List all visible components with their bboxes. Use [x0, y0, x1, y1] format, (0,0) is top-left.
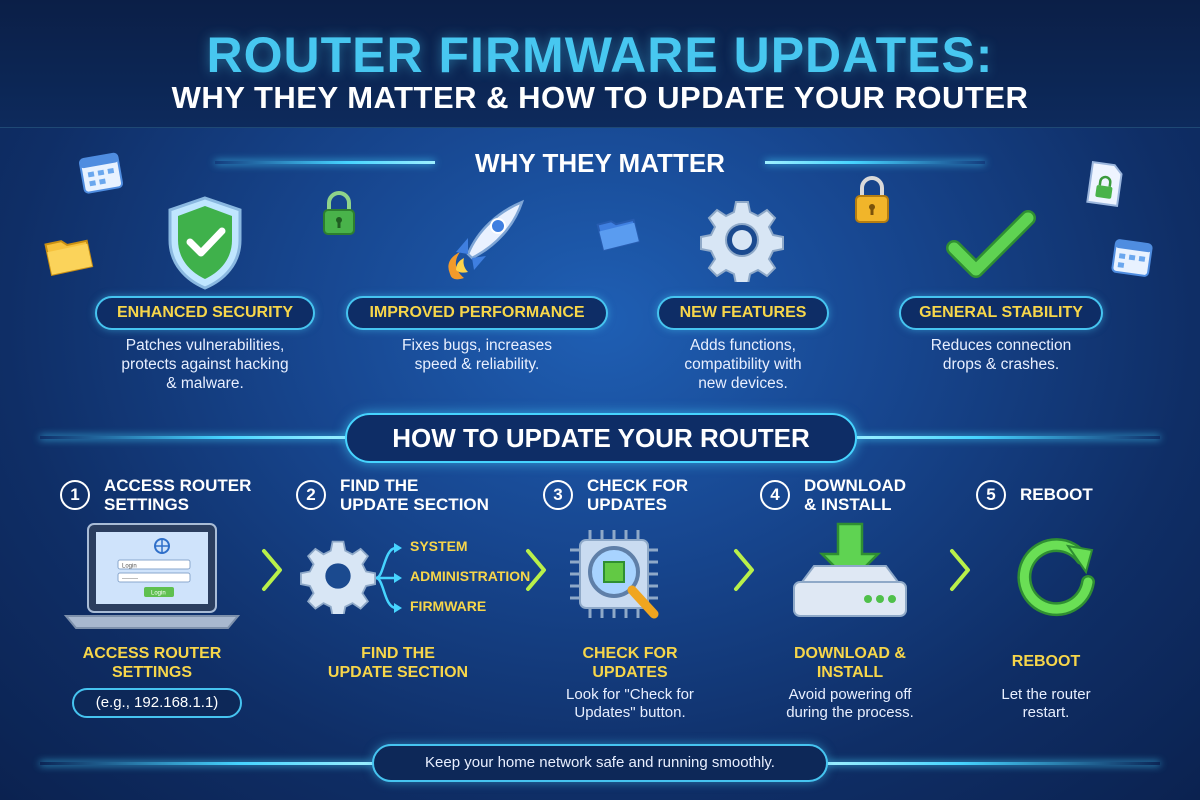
chevron-right-icon [950, 549, 970, 591]
gear-icon [300, 540, 376, 614]
how-line-right [854, 436, 1160, 439]
gear-icon [700, 201, 784, 282]
step-5-title: REBOOT [1020, 485, 1093, 504]
step-4-number: 4 [760, 480, 790, 510]
reboot-icon [1017, 538, 1095, 617]
footer-message: Keep your home network safe and running … [372, 744, 828, 782]
pill-new-features: NEW FEATURES [657, 296, 829, 330]
chevron-right-icon [526, 549, 546, 591]
menu-item-system: SYSTEM [410, 538, 468, 554]
step-4-title: DOWNLOAD& INSTALL [804, 476, 906, 514]
chevron-right-icon [262, 549, 282, 591]
pill-enhanced-security: ENHANCED SECURITY [95, 296, 315, 330]
page-subtitle: WHY THEY MATTER & HOW TO UPDATE YOUR ROU… [171, 80, 1029, 115]
download-router-icon [793, 522, 907, 617]
how-section-title: HOW TO UPDATE YOUR ROUTER [345, 413, 857, 463]
document-lock-icon [1086, 160, 1123, 208]
footer-line-right [826, 762, 1160, 765]
ip-address-example: (e.g., 192.168.1.1) [72, 688, 242, 718]
calendar-icon [1111, 239, 1153, 277]
step-1-number: 1 [60, 480, 90, 510]
padlock-icon [855, 176, 889, 223]
chip-magnifier-icon [570, 530, 659, 619]
footer-line-left [40, 762, 374, 765]
desc-general-stability: Reduces connection drops & crashes. [930, 337, 1072, 373]
why-line-right [765, 161, 985, 164]
checkmark-icon [946, 210, 1036, 278]
shield-check-icon [168, 196, 242, 290]
why-line-left [215, 161, 435, 164]
caption-download-install: DOWNLOAD &INSTALL [794, 645, 906, 681]
laptop-icon: Login -------- Login [63, 523, 241, 629]
folder-icon [44, 239, 94, 276]
step-3-number: 3 [543, 480, 573, 510]
folder-icon [596, 218, 641, 252]
desc-new-features: Adds functions, compatibility with new d… [684, 337, 802, 392]
desc-enhanced-security: Patches vulnerabilities, protects agains… [121, 337, 289, 392]
menu-item-firmware: FIRMWARE [410, 598, 487, 614]
page-title: ROUTER FIRMWARE UPDATES: [206, 27, 994, 83]
header-banner: ROUTER FIRMWARE UPDATES: WHY THEY MATTER… [0, 0, 1200, 128]
how-line-left [40, 436, 348, 439]
desc-improved-performance: Fixes bugs, increases speed & reliabilit… [402, 337, 552, 373]
caption-reboot: REBOOT [1011, 653, 1081, 670]
login-button-text: Login [151, 591, 166, 597]
menu-item-administration: ADMINISTRATION [410, 568, 531, 584]
padlock-icon [323, 191, 355, 235]
step-2-number: 2 [296, 480, 326, 510]
calendar-icon [78, 152, 124, 194]
chevron-right-icon [734, 549, 754, 591]
why-section-title: WHY THEY MATTER [475, 148, 725, 178]
rocket-icon [448, 199, 525, 280]
login-field-text: Login [122, 564, 137, 570]
pill-improved-performance: IMPROVED PERFORMANCE [346, 296, 608, 330]
step-5-number: 5 [976, 480, 1006, 510]
menu-branch-arrows [375, 543, 402, 613]
password-field-text: -------- [122, 576, 138, 582]
pill-general-stability: GENERAL STABILITY [899, 296, 1103, 330]
